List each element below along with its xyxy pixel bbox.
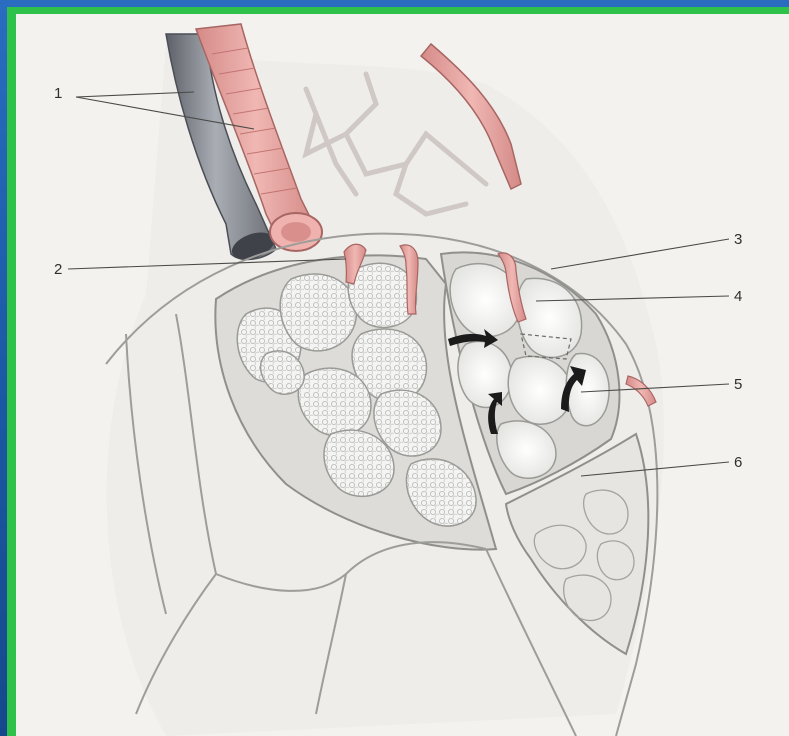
label-4: 4 [734, 288, 742, 305]
label-1: 1 [54, 85, 62, 102]
anatomy-drawing: 1 2 3 4 5 6 [16, 14, 789, 736]
label-2: 2 [54, 261, 62, 278]
artery-lumen-inner [281, 222, 311, 242]
anatomy-illustration: 1 2 3 4 5 6 [16, 14, 789, 736]
label-5: 5 [734, 376, 742, 393]
label-6: 6 [734, 454, 742, 471]
label-3: 3 [734, 231, 742, 248]
